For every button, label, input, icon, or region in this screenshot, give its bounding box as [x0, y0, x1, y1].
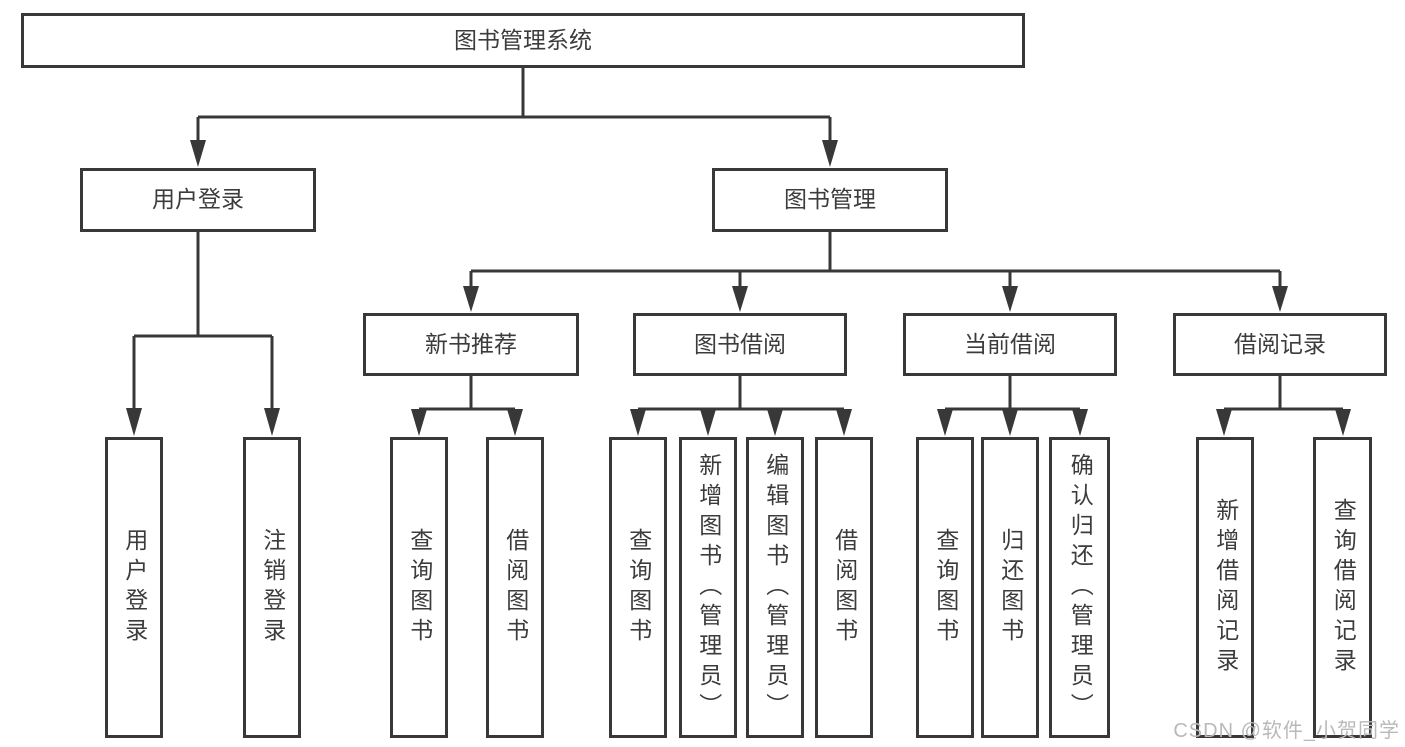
leaf-confirm-return-admin: 确认归还（管理员） [1049, 437, 1110, 738]
node-label: 归还图书 [997, 527, 1024, 648]
node-label: 图书管理系统 [454, 26, 592, 53]
node-book-management: 图书管理 [712, 168, 948, 232]
leaf-return-books: 归还图书 [981, 437, 1039, 738]
node-book-borrow: 图书借阅 [633, 313, 847, 376]
arrowhead [507, 409, 523, 436]
node-label: 借阅图书 [502, 527, 529, 648]
node-label: 当前借阅 [964, 330, 1056, 357]
node-label: 查询图书 [932, 527, 959, 648]
arrowhead [700, 409, 716, 436]
node-label: 查询图书 [406, 527, 433, 648]
node-label: 注销登录 [259, 527, 286, 648]
leaf-query-books-3: 查询图书 [916, 437, 974, 738]
leaf-edit-books-admin: 编辑图书（管理员） [746, 437, 804, 738]
arrowhead [1002, 286, 1018, 312]
leaf-query-books-2: 查询图书 [609, 437, 667, 738]
arrowhead [264, 408, 280, 436]
leaf-query-borrow-record: 查询借阅记录 [1313, 437, 1372, 738]
leaf-add-books-admin: 新增图书（管理员） [679, 437, 737, 738]
leaf-borrow-books-1: 借阅图书 [486, 437, 544, 738]
node-borrow-records: 借阅记录 [1173, 313, 1387, 376]
node-library-system: 图书管理系统 [21, 13, 1025, 68]
csdn-watermark: CSDN @软件_小贺同学 [1173, 720, 1400, 742]
arrowhead [1272, 286, 1288, 312]
node-current-borrow: 当前借阅 [903, 313, 1117, 376]
arrowhead [767, 409, 783, 436]
node-label: 确认归还（管理员） [1067, 452, 1094, 723]
leaf-user-login: 用户登录 [105, 437, 163, 738]
node-label: 用户登录 [152, 186, 244, 213]
arrowhead [1216, 409, 1232, 436]
leaf-borrow-books-2: 借阅图书 [815, 437, 873, 738]
node-new-book-recommend: 新书推荐 [363, 313, 579, 376]
arrowhead [822, 140, 838, 167]
arrowhead [190, 140, 206, 167]
arrowhead [630, 409, 646, 436]
node-label: 借阅图书 [831, 527, 858, 648]
node-label: 图书管理 [784, 186, 876, 213]
arrowhead [732, 286, 748, 312]
arrowhead [1002, 409, 1018, 436]
node-label: 借阅记录 [1234, 330, 1326, 357]
leaf-logout: 注销登录 [243, 437, 301, 738]
node-label: 图书借阅 [694, 330, 786, 357]
node-user-login: 用户登录 [80, 168, 316, 232]
leaf-query-books-1: 查询图书 [390, 437, 448, 738]
node-label: 新增借阅记录 [1212, 497, 1239, 678]
leaf-add-borrow-record: 新增借阅记录 [1196, 437, 1254, 738]
node-label: 新增图书（管理员） [695, 452, 722, 723]
arrowhead [463, 286, 479, 312]
arrowhead [1335, 409, 1351, 436]
node-label: 查询借阅记录 [1330, 497, 1357, 678]
arrowhead [126, 408, 142, 436]
node-label: 编辑图书（管理员） [762, 452, 789, 723]
arrowhead [1072, 409, 1088, 436]
node-label: 查询图书 [625, 527, 652, 648]
arrowhead [937, 409, 953, 436]
node-label: 新书推荐 [425, 330, 517, 357]
arrowhead [411, 409, 427, 436]
arrowhead [836, 409, 852, 436]
node-label: 用户登录 [121, 527, 148, 648]
